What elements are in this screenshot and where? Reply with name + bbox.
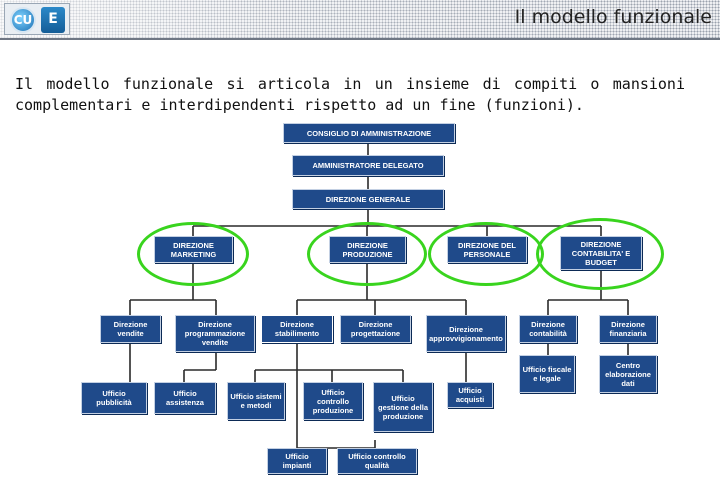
org-box-ufficio-acquisti: Ufficio acquisti <box>447 382 493 408</box>
org-box-direzione-produzione: DIREZIONE PRODUZIONE <box>329 236 406 263</box>
org-box-ufficio-controllo-produzione: Ufficio controllo produzione <box>303 382 363 420</box>
header-bar: CU E Il modello funzionale <box>0 0 720 40</box>
org-box-direzione-marketing: DIREZIONE MARKETING <box>154 236 233 263</box>
highlight-ring-contabilita <box>536 218 664 290</box>
org-box-direzione-personale: DIREZIONE DEL PERSONALE <box>447 236 527 263</box>
org-box-direzione-finanziaria: Direzione finanziaria <box>599 315 657 343</box>
org-box-ufficio-fiscale-legale: Ufficio fiscale e legale <box>519 355 575 393</box>
org-box-ufficio-assistenza: Ufficio assistenza <box>154 382 216 414</box>
logo-square: E <box>41 7 65 33</box>
org-box-direzione-progettazione: Direzione progettazione <box>340 315 411 343</box>
org-box-centro-elaborazione-dati: Centro elaborazione dati <box>599 355 657 393</box>
org-box-ufficio-sistemi-metodi: Ufficio sistemi e metodi <box>227 382 285 420</box>
highlight-ring-marketing <box>137 222 249 286</box>
org-box-amministratore: AMMINISTRATORE DELEGATO <box>292 155 444 176</box>
intro-paragraph: Il modello funzionale si articola in un … <box>15 75 685 114</box>
org-box-direzione-contabilita-2: Direzione contabilità <box>519 315 577 343</box>
org-box-direzione-contabilita: DIREZIONE CONTABILITA' E BUDGET <box>560 236 642 270</box>
header-fade <box>0 0 720 38</box>
org-box-direzione-vendite: Direzione vendite <box>100 315 161 343</box>
org-box-ufficio-controllo-qualita: Ufficio controllo qualità <box>337 448 417 474</box>
org-box-direzione-programmazione-vendite: Direzione programmazione vendite <box>175 315 255 352</box>
page-title: Il modello funzionale <box>514 6 712 28</box>
org-box-direzione-stabilimento: Direzione stabilimento <box>261 315 333 343</box>
org-box-direzione-approvvigionamento: Direzione approvvigionamento <box>426 315 506 352</box>
org-box-consiglio: CONSIGLIO DI AMMINISTRAZIONE <box>283 123 455 143</box>
org-box-ufficio-impianti: Ufficio impianti <box>267 448 327 474</box>
highlight-ring-produzione <box>307 222 427 286</box>
logo: CU E <box>4 3 70 35</box>
org-box-ufficio-pubblicita: Ufficio pubblicità <box>81 382 147 414</box>
org-box-direzione-generale: DIREZIONE GENERALE <box>292 189 444 209</box>
org-box-ufficio-gestione-produzione: Ufficio gestione della produzione <box>373 382 433 432</box>
logo-circle: CU <box>10 7 36 33</box>
